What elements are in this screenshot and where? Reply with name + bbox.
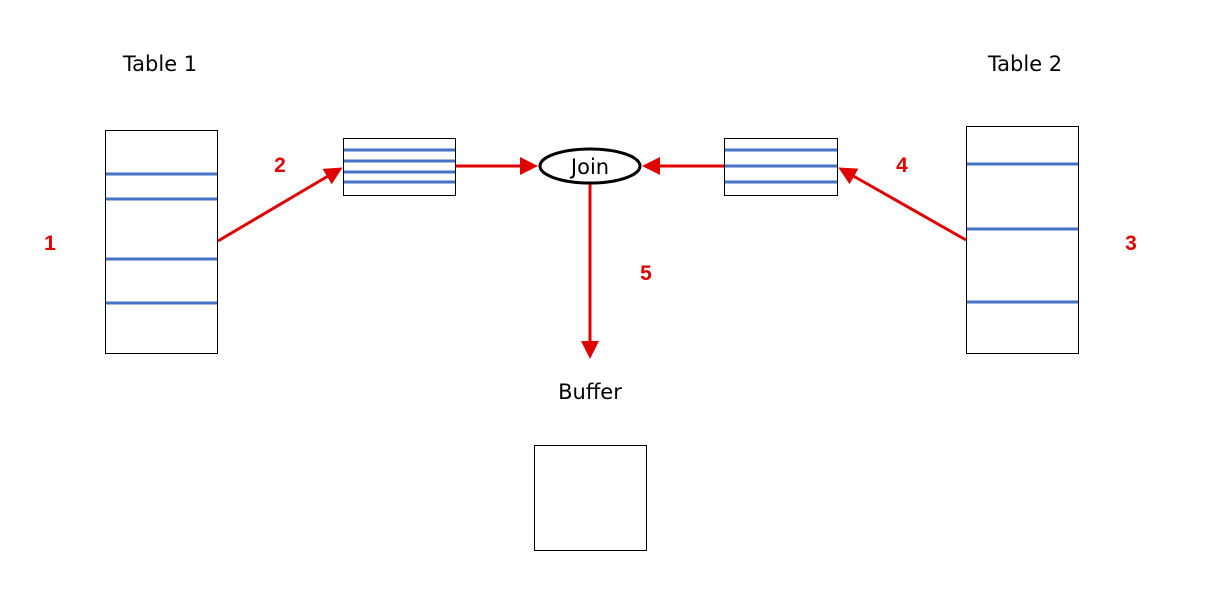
step-2-label: 2 <box>274 154 286 177</box>
table-1 <box>105 130 218 354</box>
table-1-staging-block <box>343 138 456 196</box>
arrow-table2-to-staging <box>838 167 967 242</box>
step-5-label: 5 <box>640 262 652 285</box>
step-4-label: 4 <box>896 154 908 177</box>
table-1-title: Table 1 <box>122 52 197 76</box>
table-2-title: Table 2 <box>987 52 1062 76</box>
table-2 <box>966 126 1079 354</box>
step-3-label: 3 <box>1125 232 1137 255</box>
buffer-block <box>534 445 647 551</box>
join-node: Join <box>538 147 642 185</box>
table-2-staging-block <box>724 138 838 196</box>
step-1-label: 1 <box>44 232 56 255</box>
arrow-table1-to-staging <box>217 167 343 243</box>
join-label: Join <box>569 155 609 179</box>
buffer-label: Buffer <box>558 380 622 404</box>
